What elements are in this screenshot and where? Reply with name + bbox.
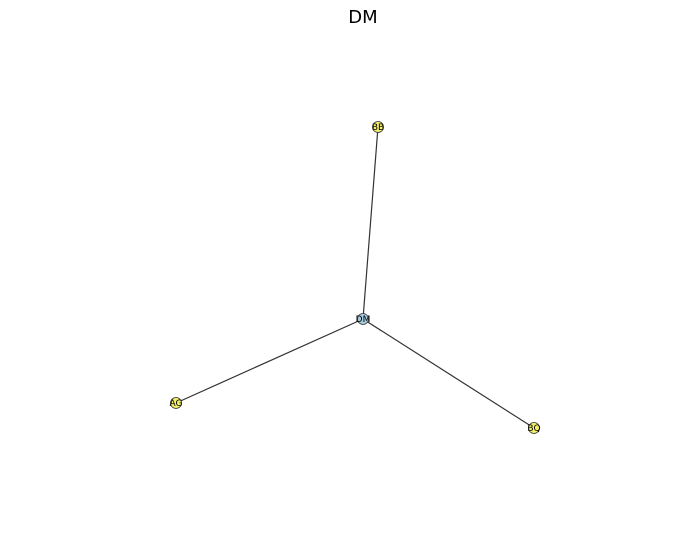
edge-dm-bb	[362, 126, 379, 320]
node-label: BB	[372, 123, 384, 133]
node-marker	[357, 313, 369, 325]
node-label: DM	[356, 315, 371, 325]
node-marker	[372, 121, 384, 133]
node-label: AG	[170, 399, 183, 409]
edge-layer	[175, 126, 535, 429]
edge-dm-bq	[362, 318, 535, 429]
node-layer: DM BB AG BQ	[170, 121, 541, 434]
node-dm: DM	[356, 313, 371, 325]
node-marker	[528, 422, 540, 434]
node-ag: AG	[170, 397, 183, 409]
edge-dm-ag	[175, 318, 364, 404]
node-bb: BB	[372, 121, 384, 133]
node-marker	[170, 397, 182, 409]
node-label: BQ	[527, 424, 540, 434]
diagram-title: DM	[348, 7, 378, 28]
node-bq: BQ	[527, 422, 541, 434]
